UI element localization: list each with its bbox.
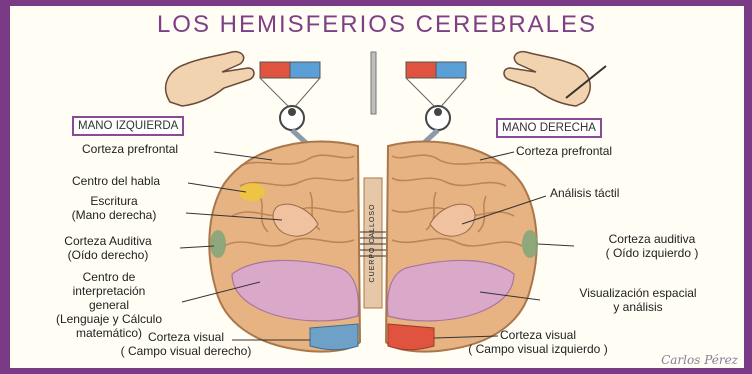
label-visual-left-line2: ( Campo visual derecho) [100,344,272,358]
left-hand-icon [166,52,254,106]
author-signature: Carlos Pérez [661,353,738,367]
label-writing-line2: (Mano derecha) [38,208,190,222]
right-auditory-region [522,230,538,258]
label-auditory-left: Corteza Auditiva (Oído derecho) [34,234,182,262]
center-divider [371,52,376,114]
label-writing: Escritura (Mano derecha) [38,194,190,222]
right-visual-bar-blue [436,62,466,78]
left-visual-bar-red [260,62,290,78]
label-interpretation-line1: Centro de [24,270,194,284]
label-auditory-left-line1: Corteza Auditiva [34,234,182,248]
right-hand-icon [504,52,590,106]
label-spatial-line2: y análisis [538,300,738,314]
label-spatial: Visualización espacial y análisis [538,286,738,314]
label-auditory-right: Corteza auditiva ( Oído izquierdo ) [572,232,732,260]
label-auditory-right-line1: Corteza auditiva [572,232,732,246]
label-auditory-left-line2: (Oído derecho) [34,248,182,262]
left-visual-bar-blue [290,62,320,78]
label-visual-right-line2: ( Campo visual izquierdo ) [438,342,638,356]
label-prefrontal-left: Corteza prefrontal [82,142,178,156]
right-visual-cortex [388,324,434,350]
right-hand-box: MANO DERECHA [496,118,602,138]
diagram-panel: LOS HEMISFERIOS CEREBRALES [10,6,744,368]
label-tactile: Análisis táctil [550,186,619,200]
label-auditory-right-line2: ( Oído izquierdo ) [572,246,732,260]
left-visual-cortex [310,324,358,350]
label-visual-left-line1: Corteza visual [100,330,272,344]
label-speech-center: Centro del habla [72,174,160,188]
label-writing-line1: Escritura [38,194,190,208]
label-interpretation-line4: (Lenguaje y Cálculo [24,312,194,326]
label-visual-left: Corteza visual ( Campo visual derecho) [100,330,272,358]
right-visual-bar-red [406,62,436,78]
label-interpretation-line2: interpretación [24,284,194,298]
left-auditory-region [210,230,226,258]
corpus-callosum-label: CUERPO CALLOSO [366,180,380,306]
label-prefrontal-right: Corteza prefrontal [516,144,612,158]
label-spatial-line1: Visualización espacial [538,286,738,300]
label-interpretation-line3: general [24,298,194,312]
label-visual-right-line1: Corteza visual [438,328,638,342]
label-visual-right: Corteza visual ( Campo visual izquierdo … [438,328,638,356]
left-hand-box: MANO IZQUIERDA [72,116,184,136]
